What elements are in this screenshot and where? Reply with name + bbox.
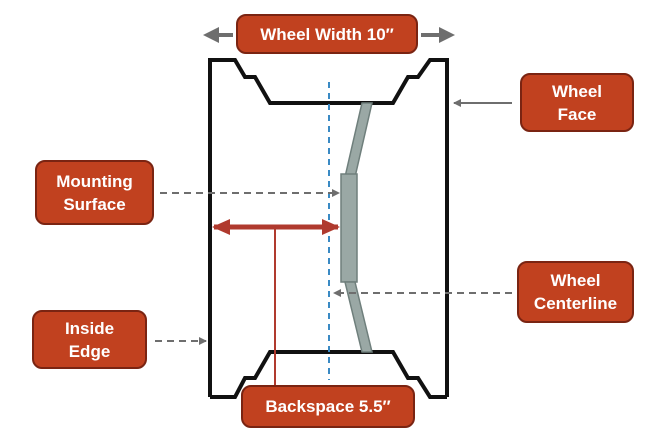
wheel-width-arrows	[203, 27, 455, 43]
hub-spoke-upper	[344, 102, 373, 178]
backspace-dimension	[212, 219, 340, 385]
mounting-surface-label: Mounting Surface	[35, 160, 154, 225]
wheel-outline-top	[208, 58, 449, 397]
mounting-pad	[340, 173, 358, 283]
inside-edge-label: Inside Edge	[32, 310, 147, 369]
wheel-outline	[208, 58, 449, 399]
wheel-face-label: Wheel Face	[520, 73, 634, 132]
wheel-centerline-label: Wheel Centerline	[517, 261, 634, 323]
wheel-outline-bottom	[210, 350, 447, 399]
width-arrow-left	[203, 27, 219, 43]
wheel-width-label: Wheel Width 10″	[236, 14, 418, 54]
backspace-label: Backspace 5.5″	[241, 385, 415, 428]
wheel-hub	[340, 102, 373, 353]
hub-spoke-lower	[344, 281, 373, 353]
width-arrow-right	[439, 27, 455, 43]
pointer-arrows	[155, 99, 512, 345]
